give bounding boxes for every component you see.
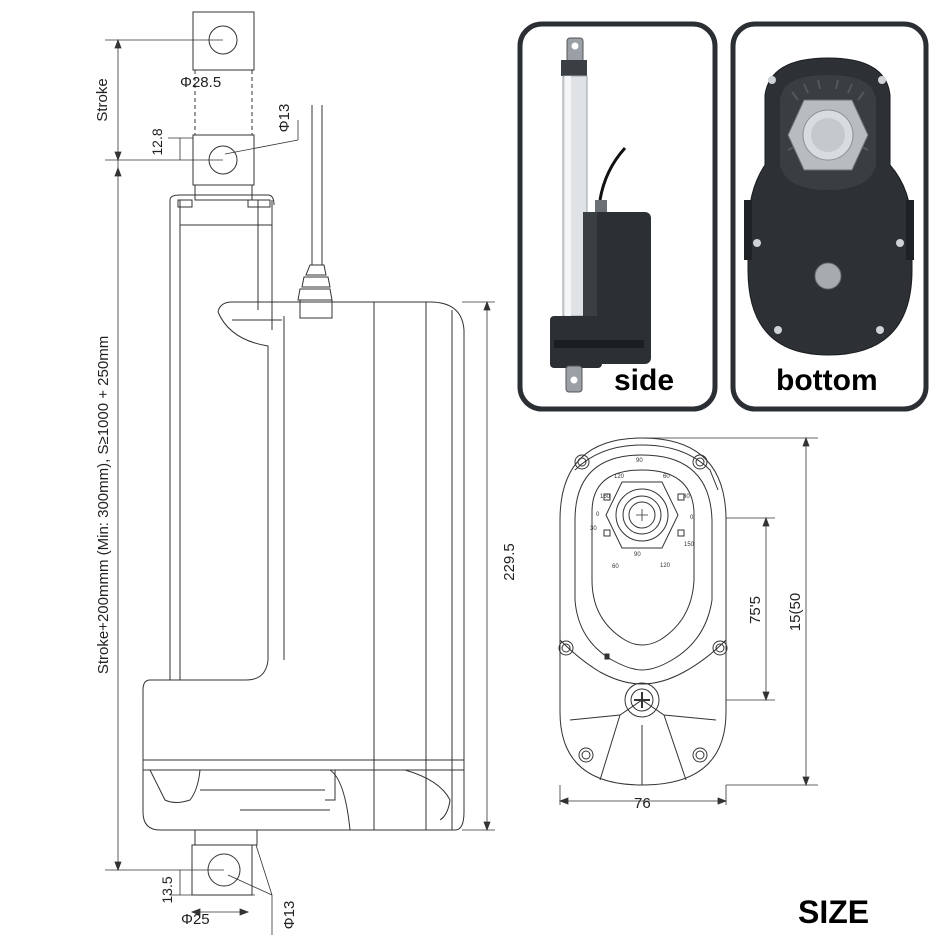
dim-76: 76 <box>634 795 651 812</box>
mounting-holes <box>558 454 728 763</box>
bottom-view-dimensions <box>558 436 818 805</box>
dim-229-5: 229.5 <box>501 543 518 581</box>
svg-text:30: 30 <box>590 526 597 532</box>
actuator-side-drawing <box>142 11 465 896</box>
svg-text:30: 30 <box>683 494 690 500</box>
dim-length-formula: Stroke+200mmm (Min: 300mm), S≥1000 + 250… <box>95 336 112 674</box>
left-dimensions <box>105 38 495 935</box>
bottom-view-outline <box>559 437 727 786</box>
size-label: SIZE <box>798 894 869 930</box>
dim-stroke: Stroke <box>94 78 111 121</box>
dim-150: 15(50 <box>787 593 804 631</box>
motor-housing <box>217 301 465 755</box>
dial-labels: 90 120 60 150 30 0 30 0 150 60 90 120 <box>590 458 695 570</box>
cable <box>311 105 323 265</box>
svg-text:60: 60 <box>663 474 670 480</box>
svg-text:90: 90 <box>636 458 643 464</box>
svg-text:150: 150 <box>600 494 611 500</box>
dim-phi-13-bottom: Φ13 <box>281 901 298 930</box>
dim-phi-28-5: Φ28.5 <box>180 74 221 91</box>
side-label: side <box>614 364 674 397</box>
bottom-photo-panel: bottom <box>730 21 929 412</box>
side-photo-panel: side <box>517 21 718 412</box>
dim-13-5: 13.5 <box>159 876 175 903</box>
dim-phi-25: Φ25 <box>181 911 210 928</box>
svg-text:0: 0 <box>596 512 600 518</box>
svg-text:90: 90 <box>634 552 641 558</box>
dim-phi-13-top: Φ13 <box>276 104 293 133</box>
top-clevis <box>192 11 255 71</box>
dim-75-5: 75'5 <box>747 596 764 624</box>
svg-text:120: 120 <box>614 474 625 480</box>
svg-text:0: 0 <box>690 515 694 521</box>
bottom-view-drawing <box>558 437 728 786</box>
dim-12-8: 12.8 <box>149 128 165 155</box>
svg-text:120: 120 <box>660 563 671 569</box>
svg-text:60: 60 <box>612 564 619 570</box>
svg-text:150: 150 <box>684 542 695 548</box>
bottom-label: bottom <box>776 364 878 397</box>
